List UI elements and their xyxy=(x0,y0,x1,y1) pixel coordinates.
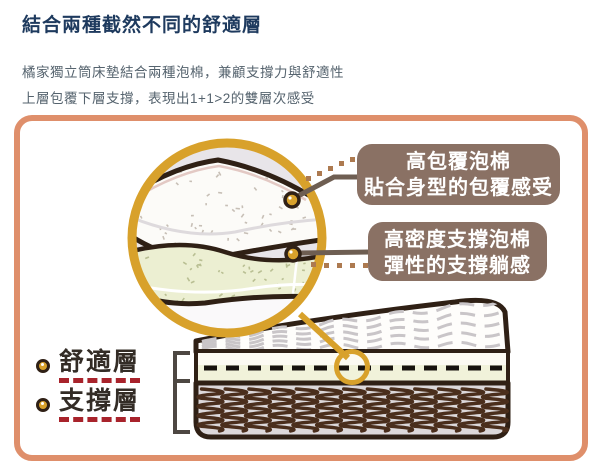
subtitle-line-2: 上層包覆下層支撐，表現出1+1>2的雙層次感受 xyxy=(22,91,315,106)
callout-comfort-line-2: 貼合身型的包覆感受 xyxy=(364,177,553,199)
callout-support-line-2: 彈性的支撐躺感 xyxy=(384,255,531,277)
layer-label-comfort: 舒適層 xyxy=(36,349,141,384)
page-title: 結合兩種截然不同的舒適層 xyxy=(22,15,263,36)
bullet-icon xyxy=(36,359,50,374)
bullet-icon xyxy=(36,398,50,413)
callout-comfort-foam: 高包覆泡棉 貼合身型的包覆感受 xyxy=(357,144,560,205)
layer-label-support-text: 支撐層 xyxy=(59,388,141,423)
layer-label-comfort-text: 舒適層 xyxy=(59,349,141,384)
layer-label-support: 支撐層 xyxy=(36,388,141,423)
callout-support-foam: 高密度支撐泡棉 彈性的支撐躺感 xyxy=(368,222,547,281)
subtitle-line-1: 橘家獨立筒床墊結合兩種泡棉，兼顧支撐力與舒適性 xyxy=(22,65,344,80)
callout-support-line-1: 高密度支撐泡棉 xyxy=(384,229,531,251)
callout-comfort-line-1: 高包覆泡棉 xyxy=(406,151,511,173)
